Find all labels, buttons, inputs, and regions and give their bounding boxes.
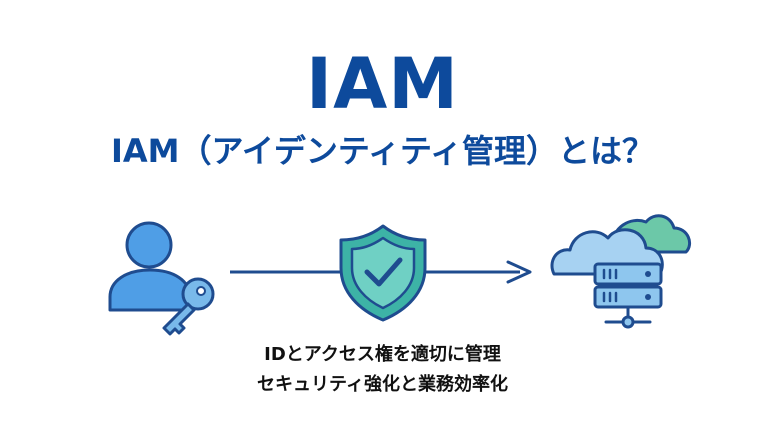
user-key-icon xyxy=(108,221,215,336)
user-icon xyxy=(108,221,192,312)
page-title: IAM xyxy=(306,43,459,125)
key-icon xyxy=(162,277,215,336)
shield-check-icon xyxy=(339,224,427,322)
caption-line-2: セキュリティ強化と業務効率化 xyxy=(257,374,508,395)
server-icon xyxy=(593,262,663,329)
check-icon xyxy=(364,257,403,287)
cloud-server-icon xyxy=(550,214,691,329)
caption-line-1: IDとアクセス権を適切に管理 xyxy=(264,344,501,365)
page-subtitle: IAM（アイデンティティ管理）とは？ xyxy=(110,132,655,170)
